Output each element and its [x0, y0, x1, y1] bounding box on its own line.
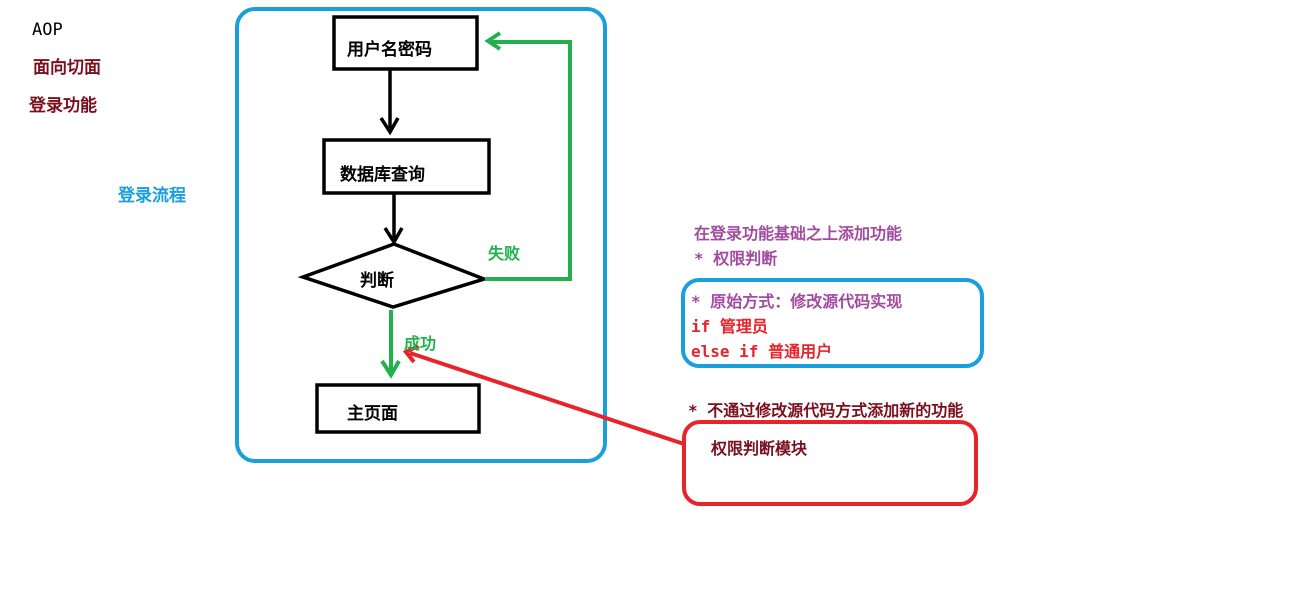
edge-label-fail: 失败	[488, 244, 521, 263]
node-home-page-box	[315, 383, 481, 434]
permission-module-label: 权限判断模块	[711, 439, 808, 458]
arrowhead-success	[380, 359, 401, 379]
arrowhead-down-2	[383, 227, 404, 246]
add-feature-note: 在登录功能基础之上添加功能	[694, 224, 903, 243]
original-way-note: * 原始方式：修改源代码实现	[691, 292, 903, 311]
no-modify-note: * 不通过修改源代码方式添加新的功能	[688, 401, 964, 420]
arrowhead-down-1	[379, 117, 400, 136]
aspect-label: 面向切面	[33, 58, 101, 78]
edge-label-success: 成功	[404, 334, 437, 353]
permission-module-box	[682, 420, 978, 506]
edge-fail-loop	[485, 40, 572, 281]
node-db-query-box	[322, 138, 491, 195]
login-feature-label: 登录功能	[29, 96, 97, 116]
node-judge: 判断	[360, 271, 394, 291]
flow-container	[235, 7, 607, 463]
original-way-box	[681, 278, 984, 368]
node-judge-diamond	[297, 242, 490, 309]
aop-label: AOP	[32, 20, 63, 40]
login-flow-label: 登录流程	[118, 186, 186, 206]
node-username-password-box	[332, 15, 479, 71]
else-if-user-line: else if 普通用户	[691, 342, 833, 361]
arrowhead-fail	[484, 31, 502, 51]
permission-check-note: * 权限判断	[694, 249, 778, 268]
node-username-password: 用户名密码	[347, 40, 432, 60]
arrowhead-module	[402, 344, 419, 364]
edge-module-insert	[409, 351, 685, 446]
node-db-query: 数据库查询	[340, 165, 425, 185]
node-home-page: 主页面	[347, 404, 398, 424]
if-admin-line: if 管理员	[691, 317, 768, 336]
